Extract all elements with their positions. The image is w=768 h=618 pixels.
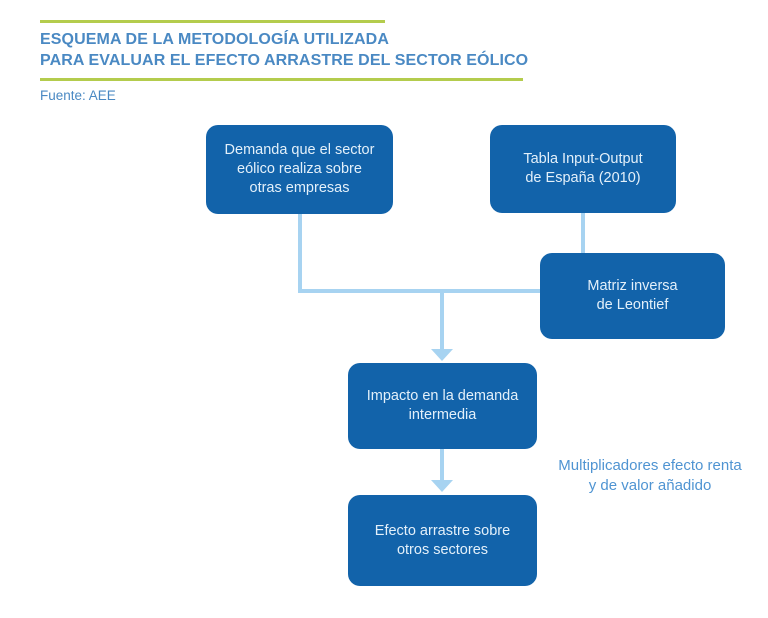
top-accent-line	[40, 20, 385, 23]
node-impacto-demanda-intermedia: Impacto en la demanda intermedia	[348, 363, 537, 449]
multipliers-note: Multiplicadores efecto renta y de valor …	[558, 457, 742, 494]
node-efecto-arrastre-sectores: Efecto arrastre sobre otros sectores	[348, 495, 537, 586]
node-demanda-sector-eolico: Demanda que el sector eólico realiza sob…	[206, 125, 393, 214]
node-matriz-inversa-leontief: Matriz inversa de Leontief	[540, 253, 725, 339]
connector-demanda-vertical	[298, 213, 302, 293]
title-underline-accent	[40, 78, 523, 81]
connector-join-to-impacto	[440, 292, 444, 350]
node-tabla-input-output: Tabla Input-Output de España (2010)	[490, 125, 676, 213]
connector-tabla-to-matriz	[581, 212, 585, 254]
connector-horizontal-join	[298, 289, 544, 293]
connector-impacto-to-efecto	[440, 448, 444, 481]
page-title: ESQUEMA DE LA METODOLOGÍA UTILIZADA PARA…	[40, 31, 529, 69]
source-caption: Fuente: AEE	[40, 88, 116, 103]
down-arrow-icon	[431, 349, 453, 361]
down-arrow-icon	[431, 480, 453, 492]
